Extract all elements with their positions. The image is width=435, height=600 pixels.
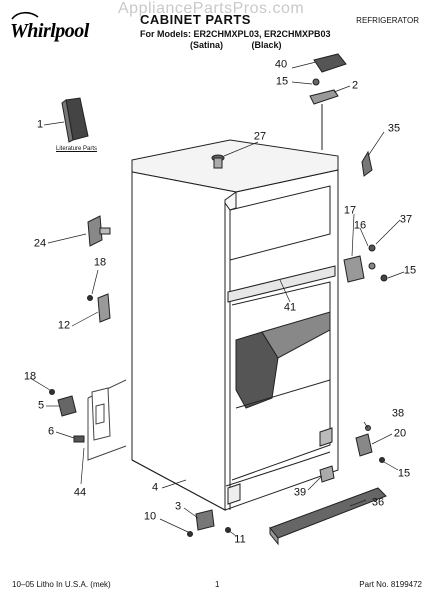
- literature-booklet-part: [61, 97, 89, 143]
- callout-17: 17: [343, 204, 357, 217]
- page-title: CABINET PARTS: [140, 12, 251, 27]
- bottom-bracket-part: [355, 425, 385, 463]
- whirlpool-logo-swirl: [11, 11, 39, 20]
- bracket-39-part: [319, 465, 335, 483]
- hinge-cover-part: [361, 150, 373, 177]
- callout-18-upper: 18: [93, 256, 107, 269]
- bracket-12-part: [87, 293, 111, 323]
- literature-parts-label: Literature Parts: [56, 146, 98, 152]
- callout-3: 3: [174, 500, 182, 513]
- page-number: 1: [215, 580, 220, 589]
- top-hinge-part: [309, 53, 347, 150]
- callout-15-bottom: 15: [397, 467, 411, 480]
- appliance-category: REFRIGERATOR: [356, 16, 419, 25]
- model-variants: (Satina) (Black): [190, 40, 308, 50]
- callout-11: 11: [234, 533, 246, 546]
- callout-20: 20: [393, 427, 407, 440]
- callout-40: 40: [274, 58, 288, 71]
- callout-35: 35: [387, 122, 401, 135]
- callout-15-mid: 15: [403, 264, 417, 277]
- part-5-assembly: [49, 389, 77, 417]
- screw-6-part: [73, 435, 85, 443]
- callout-18-lower: 18: [23, 370, 37, 383]
- callout-44: 44: [73, 486, 87, 499]
- callout-39: 39: [293, 486, 307, 499]
- brand-logo: Whirlpool: [10, 20, 89, 42]
- callout-27: 27: [253, 130, 267, 143]
- bracket-24-part: [87, 215, 111, 247]
- bottom-hinge-part: [187, 509, 231, 537]
- callout-15-top: 15: [275, 75, 289, 88]
- variant-satina: (Satina): [190, 40, 224, 50]
- part-number: Part No. 8199472: [359, 580, 422, 589]
- callout-leader-lines: [29, 61, 405, 537]
- callout-12: 12: [57, 319, 71, 332]
- callout-10: 10: [143, 510, 157, 523]
- callout-37: 37: [399, 213, 413, 226]
- variant-black: (Black): [251, 40, 282, 50]
- callout-36: 36: [371, 496, 385, 509]
- model-numbers: For Models: ER2CHMXPL03, ER2CHMXPB03: [140, 29, 331, 39]
- top-plug-part: [211, 154, 225, 169]
- callout-2: 2: [351, 79, 359, 92]
- callout-5: 5: [37, 399, 45, 412]
- side-panel-wireframe: [87, 379, 127, 461]
- callout-24: 24: [33, 237, 47, 250]
- toe-grille-part: [269, 487, 387, 546]
- mid-hinge-part: [343, 244, 388, 283]
- callout-38: 38: [391, 407, 405, 420]
- callout-6: 6: [47, 425, 55, 438]
- litho-info: 10–05 Litho In U.S.A. (mek): [12, 580, 111, 589]
- watermark: AppliancePartsPros.com: [118, 0, 305, 17]
- cabinet-body: [131, 139, 339, 511]
- callout-1: 1: [36, 118, 44, 131]
- callout-4: 4: [151, 481, 159, 494]
- callout-16: 16: [353, 219, 367, 232]
- callout-41: 41: [283, 301, 297, 314]
